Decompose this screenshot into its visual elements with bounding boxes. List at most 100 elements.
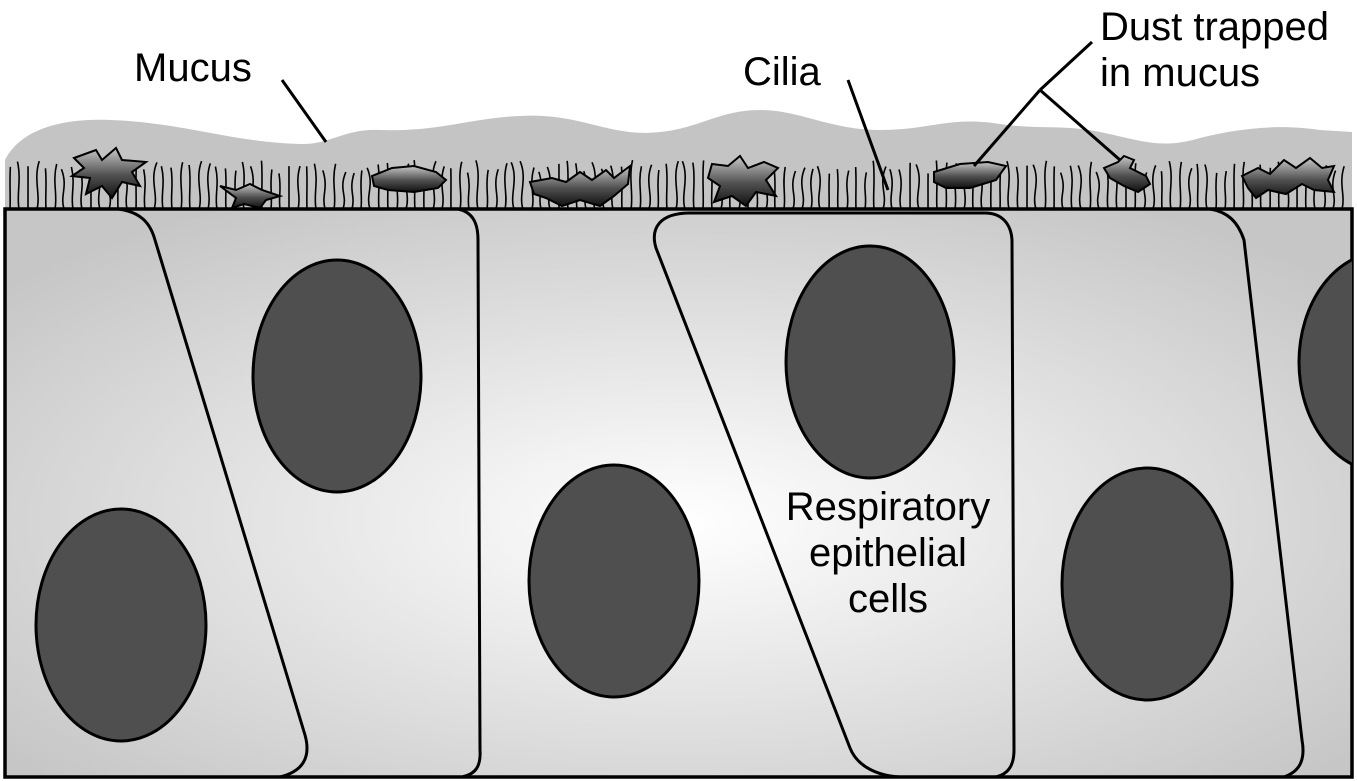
cilium: [1196, 163, 1199, 210]
dust-label-line-2: in mucus: [1100, 51, 1261, 95]
cells-label-line-3: cells: [847, 577, 929, 621]
dust-particle: [933, 160, 1008, 189]
cilium: [1160, 171, 1163, 210]
cilium: [313, 163, 317, 210]
cell-layer-outline: [3, 207, 1354, 779]
cilium: [801, 167, 806, 210]
cilium: [1341, 166, 1345, 210]
cilium: [657, 169, 660, 210]
mucus-label-text: Mucus: [134, 46, 252, 90]
cilium: [1032, 164, 1037, 210]
dust-particle: [1240, 156, 1336, 200]
cilium: [441, 166, 445, 210]
cilium: [898, 169, 902, 210]
cilium: [1089, 161, 1093, 210]
cilium: [142, 169, 146, 210]
nucleus: [1060, 466, 1234, 702]
cilium: [278, 173, 281, 210]
mucus-layer: [5, 110, 1352, 210]
mucus-leader-line: [280, 79, 328, 143]
nucleus: [527, 463, 701, 699]
cilium: [44, 168, 47, 210]
cilium: [889, 168, 893, 210]
leader-lines: [280, 40, 1121, 191]
cilium: [1015, 166, 1019, 210]
cell-boundary: [688, 211, 1016, 779]
nucleus: [1297, 258, 1352, 466]
cilium: [16, 161, 20, 210]
cell-boundary: [117, 207, 309, 779]
cilium: [1059, 172, 1064, 210]
cilium: [510, 162, 515, 210]
cilium: [665, 163, 668, 210]
cilium: [915, 164, 920, 210]
cilium: [1069, 165, 1073, 210]
cell-boundary: [652, 211, 901, 779]
cilium: [214, 166, 218, 210]
cilium: [792, 170, 797, 210]
cilium: [1188, 167, 1193, 210]
dust-particle: [528, 163, 632, 208]
dust-particle: [1102, 154, 1152, 194]
cilium: [54, 163, 58, 210]
cilium: [170, 167, 173, 210]
cilium: [495, 168, 499, 210]
dust-leader-line: [1039, 88, 1121, 162]
dust-particle: [706, 154, 780, 208]
cilium: [1233, 163, 1236, 210]
cilium: [360, 170, 363, 210]
cilium: [207, 163, 212, 210]
cilium: [675, 160, 680, 210]
cilium: [459, 161, 463, 210]
nucleus: [784, 244, 956, 480]
cilium: [153, 162, 158, 210]
cilium: [297, 165, 301, 210]
dust-particle: [219, 182, 284, 210]
cilium: [1204, 164, 1208, 210]
cilium: [1152, 165, 1157, 210]
cilia-label: Cilia: [743, 49, 821, 95]
cilium: [692, 162, 695, 210]
cilium: [270, 169, 273, 210]
cilium: [180, 161, 184, 210]
cilium: [872, 160, 875, 210]
cell-boundary: [457, 207, 482, 779]
cilium: [882, 166, 887, 210]
cells-label-line-1: Respiratory: [785, 485, 991, 529]
cilium: [702, 160, 705, 210]
cilium: [519, 160, 524, 210]
dust-particle: [370, 164, 448, 194]
dust-leader-line: [972, 89, 1042, 167]
cell-boundary: [1209, 207, 1305, 779]
cilium: [70, 166, 74, 210]
cilium: [475, 160, 479, 210]
cilium: [935, 160, 938, 210]
cilium: [1224, 170, 1228, 210]
dust-label: Dust trapped in mucus: [1100, 4, 1329, 96]
cilium: [160, 166, 164, 210]
nucleus: [251, 258, 423, 494]
cilium: [36, 160, 41, 210]
cilium: [351, 172, 355, 210]
nucleus: [34, 507, 208, 743]
cilium: [60, 168, 65, 210]
cilium: [816, 165, 821, 210]
cells-label: Respiratory epithelial cells: [768, 484, 1008, 622]
cilium: [630, 159, 634, 210]
cilium: [342, 171, 347, 210]
cilium: [504, 162, 508, 210]
cilium: [1242, 161, 1246, 210]
cilium: [1077, 165, 1082, 210]
cilium: [836, 169, 839, 210]
cilium: [333, 163, 337, 210]
cilium: [639, 166, 643, 210]
dust-leader-line: [1038, 40, 1094, 92]
cells-label-line-2: epithelial: [809, 531, 967, 575]
cilium: [864, 172, 868, 210]
cilium: [486, 169, 489, 210]
cilium: [198, 160, 203, 210]
cilium: [773, 172, 776, 210]
cilium: [188, 164, 191, 210]
cilium: [1215, 172, 1218, 210]
